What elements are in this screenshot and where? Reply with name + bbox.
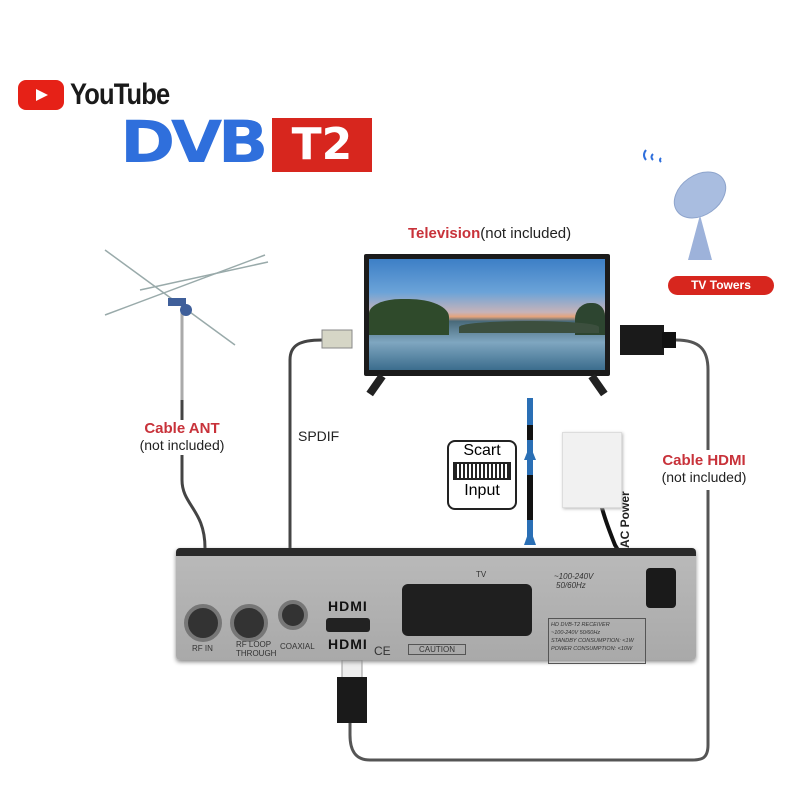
rf-in-port — [184, 604, 222, 642]
ac-power-label: AC Power — [618, 491, 632, 548]
tv-towers-label: TV Towers — [668, 276, 774, 295]
signal-waves-icon — [643, 149, 662, 163]
scart-label: Scart — [463, 442, 501, 459]
t2-badge: T2 — [272, 118, 372, 172]
hdmi-logo-top: HDMI — [328, 598, 368, 614]
power-rating-line1: ~100-240V — [554, 572, 594, 581]
caution-label: CAUTION — [408, 644, 466, 655]
scart-connector-icon — [453, 462, 511, 480]
cable-hdmi-title: Cable HDMI — [662, 452, 746, 469]
cable-hdmi-caption: Cable HDMI (not included) — [652, 452, 756, 485]
info-line-2: ~100-240V 50/60Hz — [551, 630, 601, 636]
antenna-icon — [104, 249, 269, 400]
dvb-logo: DVB — [120, 108, 269, 176]
rf-in-label: RF IN — [192, 644, 213, 653]
input-label: Input — [464, 482, 500, 499]
scart-input-badge: Scart Input — [447, 440, 517, 510]
coaxial-port — [278, 600, 308, 630]
youtube-label: YouTube — [70, 78, 170, 111]
coaxial-label: COAXIAL — [280, 642, 315, 651]
tv-label: TV — [476, 570, 487, 579]
youtube-play-icon — [18, 80, 64, 110]
scart-port — [402, 584, 532, 636]
info-line-3: STANDBY CONSUMPTION: <1W — [551, 638, 634, 644]
television-icon — [364, 254, 610, 376]
tv-screen — [369, 259, 605, 370]
cable-hdmi-note: (not included) — [661, 469, 747, 485]
hdmi-logo-bottom: HDMI — [328, 636, 368, 652]
receiver-info-label: HD DVB-T2 RECEIVER ~100-240V 50/60Hz STA… — [548, 618, 646, 664]
power-outlet-icon — [562, 432, 622, 508]
television-note: (not included) — [480, 225, 572, 242]
dvb-t2-receiver: RF IN RF LOOP THROUGH COAXIAL HDMI HDMI … — [176, 548, 696, 664]
cable-ant-caption: Cable ANT (not included) — [120, 420, 244, 453]
youtube-logo: YouTube — [18, 78, 187, 112]
info-line-1: HD DVB-T2 RECEIVER — [551, 622, 610, 628]
spdif-label: SPDIF — [298, 428, 340, 444]
power-plug-icon — [646, 568, 676, 608]
cable-ant-title: Cable ANT — [144, 420, 220, 437]
rf-loop-port — [230, 604, 268, 642]
rf-loop-label: RF LOOP — [236, 640, 272, 649]
television-caption: Television(not included) — [408, 225, 571, 242]
info-line-4: POWER CONSUMPTION: <10W — [551, 646, 633, 652]
television-title: Television — [408, 225, 481, 242]
ce-mark: CE — [374, 644, 391, 658]
power-rating-line2: 50/60Hz — [556, 581, 586, 590]
hdmi-port — [326, 618, 370, 632]
cable-ant-note: (not included) — [139, 437, 225, 453]
rf-loop-label-2: THROUGH — [236, 649, 277, 658]
